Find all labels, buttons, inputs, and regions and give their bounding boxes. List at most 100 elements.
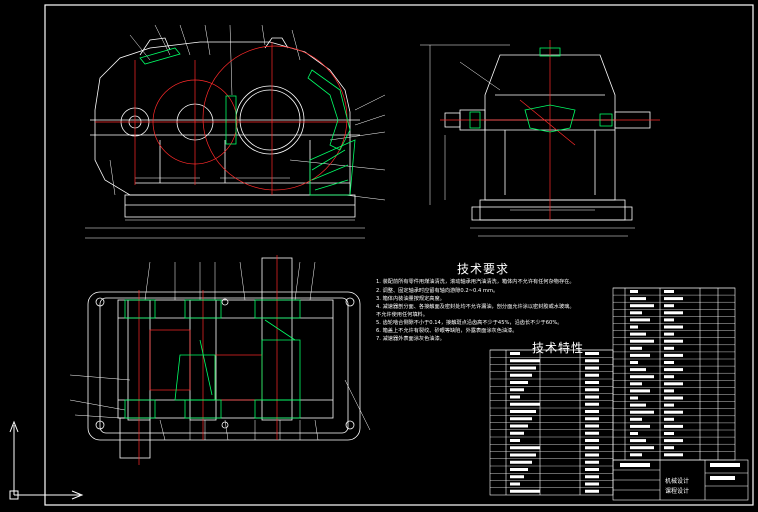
- front-view-hatch: [139, 47, 356, 196]
- char-row-text: [510, 402, 540, 406]
- char-row-text: [585, 410, 599, 413]
- char-row-text: [585, 417, 599, 421]
- parts-row-text: [630, 403, 646, 407]
- char-row-text: [510, 373, 532, 377]
- char-row-text: [510, 417, 532, 421]
- parts-row-text: [630, 424, 650, 428]
- parts-row-text: [664, 417, 674, 421]
- parts-row-text: [664, 353, 683, 357]
- parts-row-text: [664, 325, 683, 329]
- char-row-text: [585, 402, 599, 406]
- char-row-text: [585, 388, 599, 392]
- parts-row-text: [630, 410, 654, 414]
- char-row-text: [510, 381, 528, 384]
- char-row-text: [585, 475, 599, 479]
- char-row-text: [510, 460, 532, 464]
- char-row-text: [510, 388, 524, 392]
- parts-row-text: [664, 361, 674, 364]
- parts-row-text: [664, 410, 683, 414]
- char-row-text: [510, 366, 536, 370]
- parts-row-text: [630, 389, 650, 393]
- char-row-text: [510, 431, 524, 435]
- title-block-line2: 课程设计: [665, 488, 690, 495]
- char-row-text: [585, 460, 599, 464]
- parts-row-text: [630, 332, 646, 336]
- front-view-centerlines: [95, 42, 350, 195]
- parts-row-text: [664, 304, 674, 308]
- char-row-text: [585, 439, 599, 442]
- tech-req-line: 6. 箱盖上不允许有裂纹、砂眼等缺陷，外露表面涂灰色油漆。: [376, 328, 518, 334]
- parts-row-text: [664, 432, 674, 435]
- parts-row-text: [630, 304, 654, 308]
- title-block: [612, 459, 749, 501]
- parts-row-text: [664, 368, 683, 372]
- char-row-text: [510, 475, 524, 479]
- drawing-border: [44, 4, 754, 506]
- parts-row-text: [630, 439, 646, 443]
- side-view: [420, 44, 651, 237]
- parts-row-text: [664, 424, 683, 428]
- parts-row-text: [630, 325, 638, 329]
- front-view: [85, 24, 386, 239]
- char-row-text: [510, 424, 528, 428]
- char-row-text: [585, 468, 599, 471]
- parts-row-text: [664, 318, 674, 322]
- char-row-text: [585, 489, 599, 493]
- char-row-text: [585, 446, 599, 450]
- char-row-text: [510, 446, 540, 450]
- parts-row-text: [664, 332, 674, 336]
- char-row-text: [510, 453, 536, 457]
- char-row-text: [510, 410, 536, 413]
- tech-req-line: 4. 减速器剖分面、各接触面及密封处均不允许漏油，剖分面允许涂以密封胶或水玻璃。: [376, 304, 575, 310]
- parts-row-text: [630, 453, 642, 457]
- char-row-text: [585, 359, 599, 363]
- parts-row-text: [664, 403, 674, 407]
- title-block-line1: 机械设计: [665, 478, 690, 485]
- tech-req-line: 2. 调整、固定轴承时应留有轴向游隙0.2~0.4 mm。: [376, 288, 499, 294]
- parts-row-text: [664, 439, 683, 443]
- side-view-centerlines: [440, 40, 660, 220]
- side-view-hatch: [469, 47, 613, 133]
- parts-list-rows: [613, 287, 735, 457]
- parts-row-text: [630, 290, 638, 293]
- parts-row-text: [630, 446, 654, 450]
- char-row-text: [585, 366, 599, 370]
- char-row-text: [510, 439, 520, 442]
- char-row-text: [585, 424, 599, 428]
- tech-characteristics-title: 技术特性: [532, 341, 585, 355]
- char-row-text: [510, 352, 520, 355]
- top-view: [69, 257, 371, 459]
- parts-row-text: [664, 290, 674, 293]
- parts-row-text: [630, 339, 654, 343]
- tech-requirements-title: 技术要求: [457, 262, 510, 276]
- tech-req-line: 3. 箱体内装油量按规定高度。: [376, 296, 445, 302]
- parts-row-text: [630, 417, 642, 421]
- top-view-hatch: [124, 299, 301, 419]
- parts-row-text: [630, 368, 646, 372]
- char-row-text: [585, 453, 599, 457]
- parts-row-text: [664, 382, 683, 386]
- tech-char-rows: [490, 349, 613, 493]
- parts-row-text: [630, 318, 650, 322]
- char-row-text: [510, 359, 540, 363]
- parts-row-text: [664, 453, 683, 457]
- char-row-text: [510, 468, 528, 471]
- parts-row-text: [630, 311, 642, 315]
- ucs-axis-icon: [9, 420, 84, 500]
- tech-req-line: 不允许使用任何填料。: [376, 312, 428, 318]
- parts-row-text: [630, 346, 642, 350]
- parts-row-text: [664, 389, 674, 393]
- parts-row-text: [664, 311, 683, 315]
- parts-row-text: [630, 396, 638, 400]
- char-row-text: [510, 482, 520, 486]
- char-row-text: [510, 489, 540, 493]
- parts-row-text: [664, 346, 674, 350]
- tech-req-line: 5. 齿轮啮合侧隙不小于0.14，接触斑点沿齿高不少于45%，沿齿长不少于60%…: [376, 320, 563, 326]
- char-row-text: [585, 381, 599, 384]
- parts-row-text: [630, 353, 650, 357]
- char-row-text: [585, 352, 599, 355]
- char-row-text: [510, 395, 520, 399]
- parts-row-text: [664, 339, 683, 343]
- tech-req-line: 1. 装配前所有零件用煤油清洗，滚动轴承用汽油清洗，箱体内不允许有任何杂物存在。: [376, 279, 575, 285]
